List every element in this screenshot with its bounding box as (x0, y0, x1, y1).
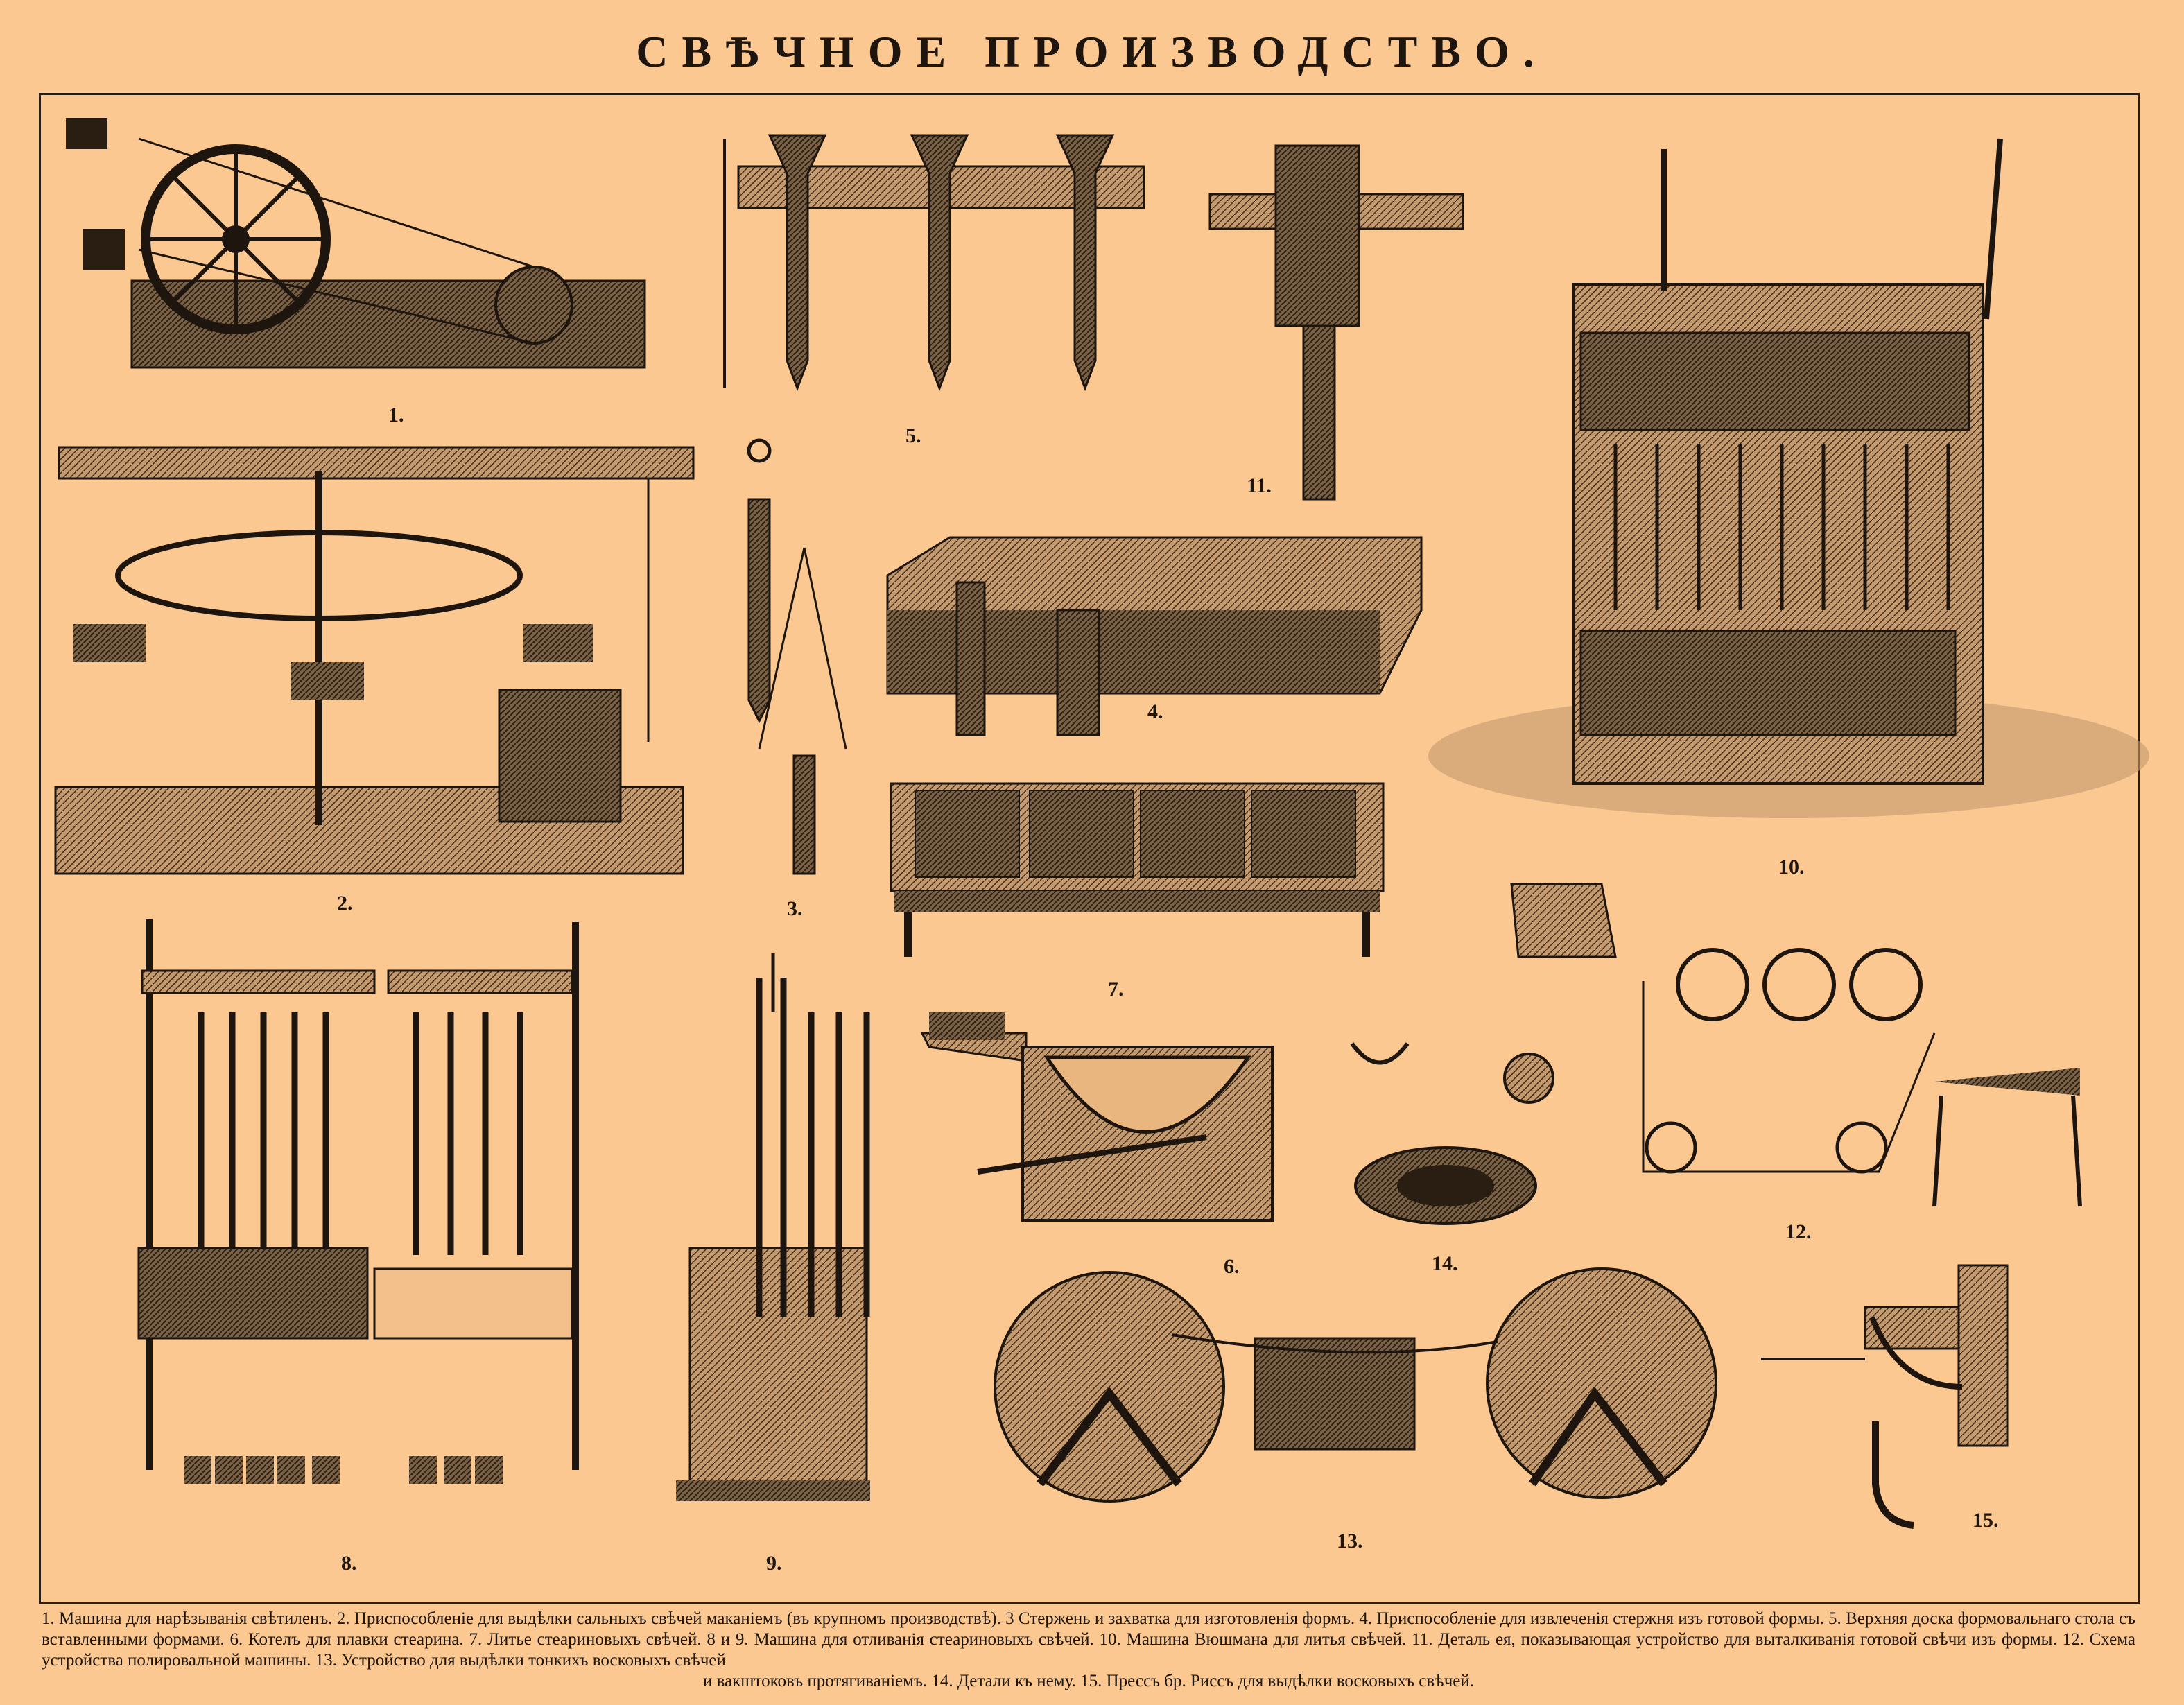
fig7-casting-trough (890, 782, 1385, 957)
fig4-extraction-device (886, 536, 1423, 736)
figure-number-13: 13. (1337, 1530, 1363, 1552)
figure-number-10: 10. (1778, 856, 1805, 879)
figure-number-15: 15. (1973, 1509, 1999, 1532)
fig14-details (1350, 1042, 1554, 1225)
figure-number-5: 5. (905, 424, 921, 447)
fig6-stearin-boiler (920, 1012, 1274, 1222)
figure-number-8: 8. (341, 1552, 357, 1575)
fig5-mould-board (723, 134, 1145, 392)
figure-number-12: 12. (1785, 1220, 1812, 1243)
fig11-ejector-detail (1208, 144, 1464, 501)
caption-line-2: изъ готовой формы. 5. Верхняя доска форм… (42, 1609, 2136, 1649)
figure-number-7: 7. (1108, 978, 1124, 1001)
fig9-casting-machine-side (676, 953, 870, 1501)
caption-line-4: и вакштоковъ протягиваніемъ. 14. Детали … (702, 1672, 1475, 1690)
figure-number-9: 9. (766, 1552, 782, 1575)
fig13-drawing-apparatus (994, 1267, 1717, 1503)
plate-title: СВѢЧНОЕ ПРОИЗВОДСТВО. (636, 27, 1548, 76)
figure-number-4: 4. (1147, 700, 1163, 723)
fig15-wax-press (1761, 1264, 2009, 1529)
fig12-polishing-scheme (1510, 883, 2082, 1207)
fig2-dipping-frame (54, 446, 695, 875)
plate-frame (39, 93, 2140, 1604)
caption-line-1: 1. Машина для нарѣзыванія свѣтиленъ. 2. … (42, 1609, 1674, 1628)
fig3-rod-holder (747, 438, 847, 875)
caption-line-3: Вюшмана для литья свѣчей. 11. Деталь ея,… (42, 1630, 2136, 1670)
figure-number-2: 2. (337, 892, 353, 915)
figure-number-1: 1. (388, 404, 404, 426)
figure-number-14: 14. (1432, 1252, 1458, 1275)
fig8-casting-machine (137, 919, 579, 1484)
figure-number-11: 11. (1247, 474, 1272, 497)
figure-number-3: 3. (787, 897, 803, 920)
figure-number-6: 6. (1224, 1255, 1240, 1278)
fig10-wuschmann-machine (1428, 138, 2149, 818)
fig1-wick-machine (66, 118, 646, 369)
plate-caption: 1. Машина для нарѣзыванія свѣтиленъ. 2. … (42, 1609, 2135, 1692)
